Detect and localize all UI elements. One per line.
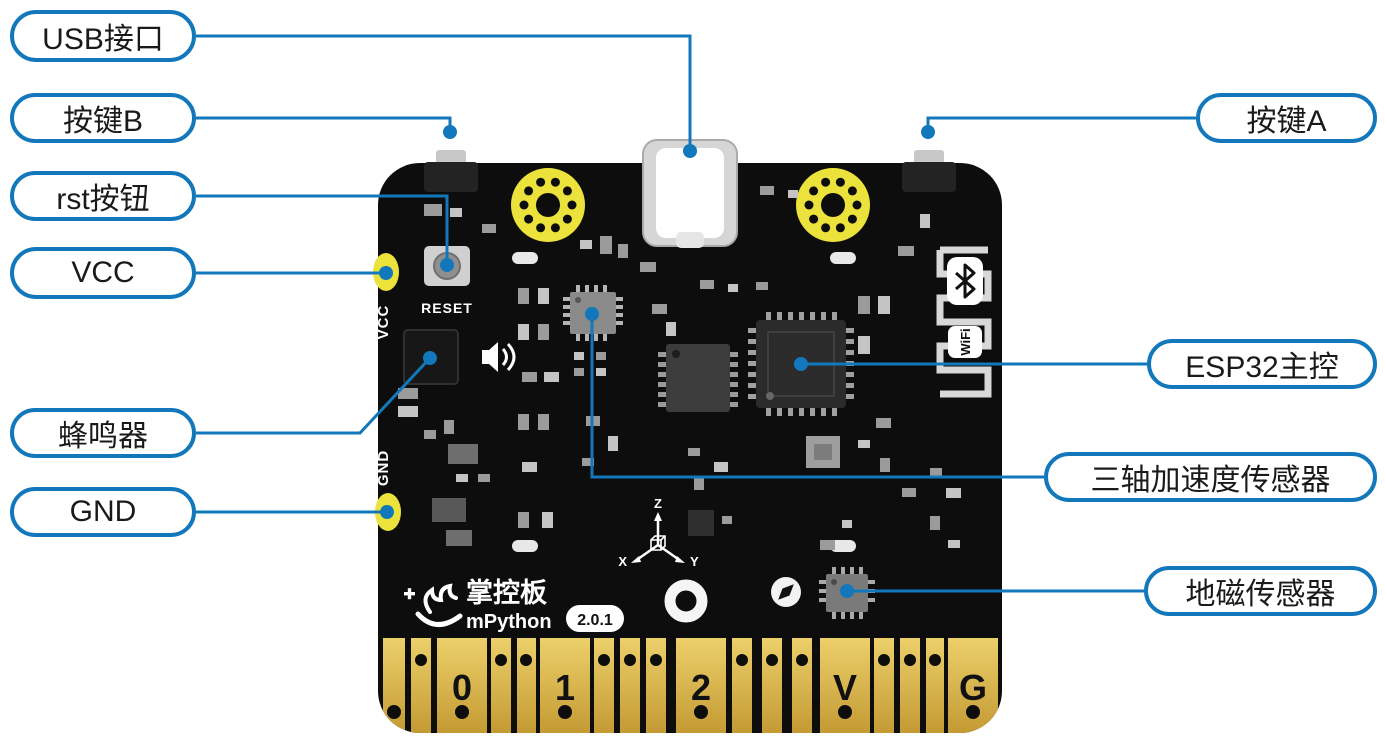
callout-line-buzzer [196,356,432,435]
axis-z-label: Z [654,496,662,511]
callout-dot-vcc [379,266,393,280]
svg-text:2.0.1: 2.0.1 [577,612,613,629]
version-badge: 2.0.1 [566,605,624,632]
vcc-pad-label: VCC [375,305,392,340]
smd-components [398,186,961,550]
callout-line-usb [196,34,692,151]
callout-line-accelerometer [590,314,1044,479]
magnetometer-chip [819,567,875,619]
callout-dot-esp32 [794,357,808,371]
callout-gnd: GND [10,487,196,537]
axis-indicator [631,512,685,563]
pin-label-0: 0 [452,667,472,708]
gnd-pad-label: GND [375,450,392,486]
pin-label-v: V [833,667,857,708]
edge-connector [383,638,998,733]
speaker-icon [482,342,516,372]
callout-dot-rst [440,258,454,272]
pin-label-g: G [959,667,987,708]
compass-icon [771,577,801,607]
svg-text:WiFi: WiFi [958,328,973,355]
flash-chip [658,344,738,412]
callout-dot-gnd [380,505,394,519]
brand-name: 掌控板 [466,578,547,608]
callout-dot-usb [683,144,697,158]
callout-rst-button: rst按钮 [10,171,196,221]
callout-dots [379,125,935,598]
silkscreen-marks [512,252,856,552]
callout-dot-button-a [921,125,935,139]
wifi-badge: WiFi [948,326,982,358]
callout-usb-port: USB接口 [10,10,196,62]
callout-dot-buzzer [423,351,437,365]
callout-line-button-b [196,116,452,132]
logo-hand-icon [404,583,463,627]
callout-dot-magnetometer [840,584,854,598]
callout-button-b: 按键B [10,93,196,143]
callout-vcc: VCC [10,247,196,299]
button-a [902,150,956,192]
brand-subname: mPython [466,611,552,633]
bluetooth-icon [947,257,983,305]
button-b [424,150,478,192]
callout-buzzer: 蜂鸣器 [10,408,196,458]
pin-label-1: 1 [555,667,575,708]
callout-magnetometer: 地磁传感器 [1144,566,1377,616]
callout-line-rst [196,194,449,265]
mounting-hole-left [511,168,585,242]
callout-dot-button-b [443,125,457,139]
pin-label-2: 2 [691,667,711,708]
callout-esp32: ESP32主控 [1147,339,1377,389]
board-hole [664,579,708,623]
callout-line-button-a [926,116,1196,132]
usb-c-connector [642,139,738,248]
axis-y-label: Y [690,554,699,569]
pcb-antenna [936,246,992,398]
callout-button-a: 按键A [1196,93,1377,143]
callout-dot-accelerometer [585,307,599,321]
axis-x-label: X [618,554,627,569]
reset-label: RESET [421,300,473,316]
mounting-hole-right [796,168,870,242]
callout-accelerometer: 三轴加速度传感器 [1044,452,1377,502]
